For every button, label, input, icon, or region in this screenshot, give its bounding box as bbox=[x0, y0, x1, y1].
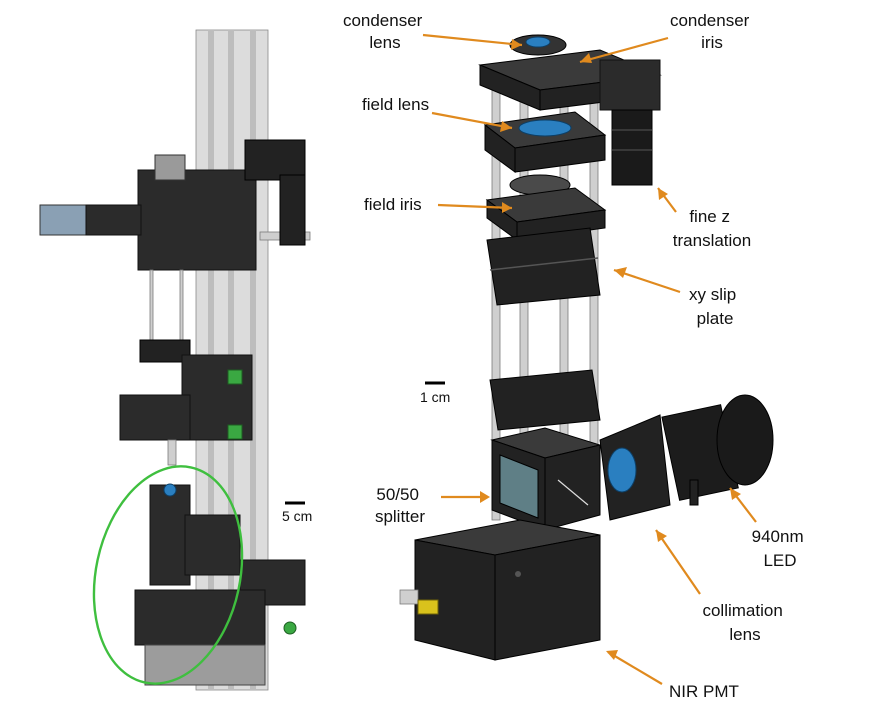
highlight-ellipse bbox=[92, 465, 244, 685]
collimation-lens bbox=[607, 447, 637, 493]
label-collimation-line2: lens bbox=[729, 625, 760, 644]
arrowhead bbox=[500, 121, 512, 132]
label-pmt: NIR PMT bbox=[669, 682, 739, 701]
iris-plate-front bbox=[516, 209, 606, 241]
scale-label-left: 5 cm bbox=[282, 508, 312, 524]
label-splitter-line1: 50/50 bbox=[376, 485, 419, 504]
top-cube bbox=[154, 154, 186, 181]
green-knob bbox=[227, 424, 243, 440]
splitter-mark bbox=[557, 479, 589, 506]
label-splitter: 50/50 splitter bbox=[375, 485, 425, 526]
label-xy-slip: xy slip plate bbox=[689, 285, 741, 328]
led-heatsink bbox=[716, 394, 774, 486]
arrowhead bbox=[658, 188, 668, 200]
rail-groove bbox=[250, 30, 256, 690]
label-collimation: collimation lens bbox=[702, 601, 787, 644]
lower-base bbox=[134, 589, 266, 646]
top-module bbox=[137, 169, 257, 271]
label-collimation-line1: collimation bbox=[702, 601, 782, 620]
cube-side-right bbox=[544, 444, 601, 531]
xy-slip-plate bbox=[486, 227, 601, 306]
arrow-pmt bbox=[607, 651, 663, 685]
pmt-connector-yellow bbox=[417, 599, 439, 615]
side-mount bbox=[279, 174, 306, 246]
arrow-field-lens bbox=[431, 111, 513, 130]
arrowhead bbox=[614, 267, 627, 278]
arrowhead bbox=[580, 53, 592, 63]
label-condenser-lens-line1: condenser bbox=[343, 11, 423, 30]
arrow-field-iris bbox=[437, 203, 513, 210]
green-knob bbox=[227, 369, 243, 385]
label-led: 940nm LED bbox=[752, 527, 809, 570]
top-bracket bbox=[244, 139, 306, 181]
scale-label-right: 1 cm bbox=[420, 389, 450, 405]
label-condenser-lens: condenser lens bbox=[343, 11, 427, 52]
condenser-lens bbox=[525, 36, 551, 48]
pmt-screw bbox=[515, 571, 521, 577]
arrowhead bbox=[606, 650, 618, 660]
label-led-line2: LED bbox=[763, 551, 796, 570]
rod bbox=[149, 269, 154, 341]
label-condenser-iris-line1: condenser bbox=[670, 11, 750, 30]
z-bracket bbox=[599, 59, 661, 111]
field-lens-plate-front bbox=[514, 134, 606, 173]
objective bbox=[167, 439, 177, 466]
label-field-lens: field lens bbox=[362, 95, 429, 114]
pmt-connector bbox=[399, 589, 419, 605]
right-assembly-render: 1 cm bbox=[399, 34, 774, 661]
rail-foot bbox=[144, 644, 266, 686]
lower-cage bbox=[149, 484, 191, 586]
fine-z-knob bbox=[611, 109, 653, 186]
arrowhead bbox=[502, 202, 512, 213]
label-condenser-iris: condenser iris bbox=[670, 11, 754, 52]
objective-mount bbox=[119, 394, 191, 441]
mid-plate bbox=[139, 339, 191, 363]
lower-plate bbox=[489, 369, 601, 431]
field-lens bbox=[518, 119, 572, 137]
side-tube bbox=[85, 204, 142, 236]
arrow-condenser-iris bbox=[579, 36, 669, 64]
label-fine-z-line2: translation bbox=[673, 231, 751, 250]
led-cable bbox=[689, 479, 699, 506]
arrowhead bbox=[480, 491, 490, 503]
callouts: condenser lens condenser iris field lens… bbox=[343, 11, 809, 701]
plate-seam bbox=[489, 257, 599, 271]
arrow-collimation bbox=[655, 529, 701, 595]
lower-lens bbox=[163, 483, 177, 497]
arrowhead bbox=[511, 39, 522, 50]
side-camera bbox=[39, 204, 89, 236]
label-xy-slip-line1: xy slip bbox=[689, 285, 736, 304]
pmt-side bbox=[494, 534, 601, 661]
arrowhead bbox=[656, 530, 667, 542]
left-assembly-render: 5 cm bbox=[39, 29, 312, 691]
green-knob bbox=[283, 621, 297, 635]
label-field-iris: field iris bbox=[364, 195, 422, 214]
label-xy-slip-line2: plate bbox=[697, 309, 734, 328]
label-condenser-lens-line2: lens bbox=[369, 33, 400, 52]
arrow-condenser-lens bbox=[422, 33, 523, 47]
arrowhead bbox=[730, 488, 741, 500]
label-splitter-line2: splitter bbox=[375, 507, 425, 526]
lower-stage bbox=[184, 514, 241, 576]
cube-window bbox=[499, 454, 539, 519]
arrow-xy-slip bbox=[613, 268, 681, 294]
label-condenser-iris-line2: iris bbox=[701, 33, 723, 52]
rod bbox=[179, 269, 184, 341]
label-fine-z-line1: fine z bbox=[689, 207, 730, 226]
label-led-line1: 940nm bbox=[752, 527, 804, 546]
label-fine-z: fine z translation bbox=[673, 207, 751, 250]
